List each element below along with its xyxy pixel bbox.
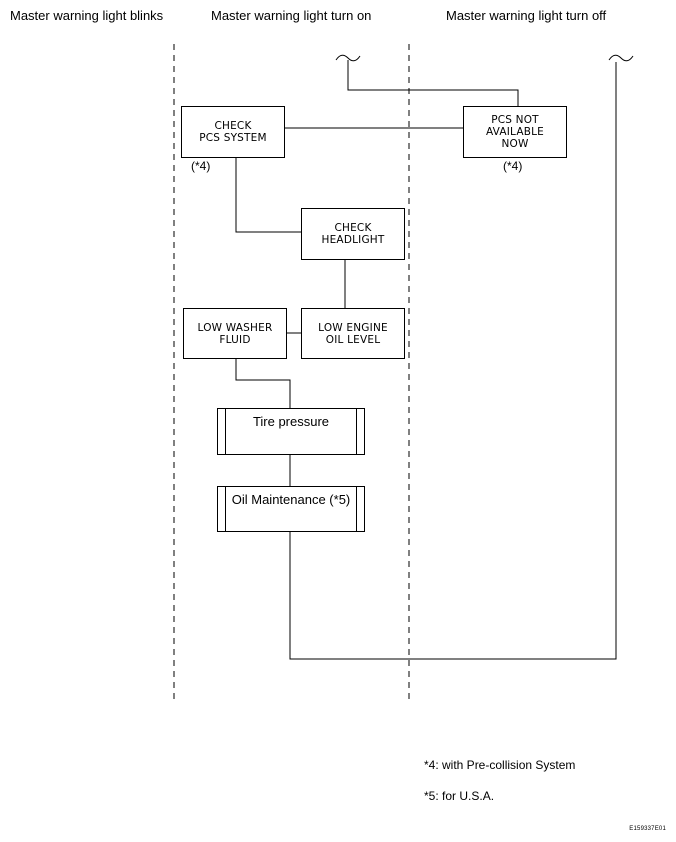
box-line: NOW [501,138,529,150]
oil-maintenance-label: Oil Maintenance (*5) [231,492,351,507]
tire-pressure-label: Tire pressure [252,414,330,429]
break-symbol-1 [335,54,361,62]
footnote-5: *5: for U.S.A. [424,789,495,803]
box-side-bar [356,487,357,531]
low-washer-fluid-box: LOW WASHER FLUID [183,308,287,359]
oil-maintenance-box: Oil Maintenance (*5) [217,486,365,532]
box-line: HEADLIGHT [321,234,385,246]
box-line: LOW ENGINE [318,321,388,334]
check-headlight-box: CHECK HEADLIGHT [301,208,405,260]
box-line: AVAILABLE [485,126,545,138]
box-line: PCS NOT [491,114,539,126]
box-line: OIL LEVEL [325,333,381,346]
check-pcs-system-marker: (*4) [191,159,211,173]
break-symbol-2 [608,54,634,62]
check-pcs-system-box: CHECK PCS SYSTEM [181,106,285,158]
box-side-bar [225,487,226,531]
connector-check-pcs-to-headlight [235,158,301,233]
box-side-bar [356,409,357,454]
low-engine-oil-level-box: LOW ENGINE OIL LEVEL [301,308,405,359]
box-line: CHECK [214,120,252,132]
box-side-bar [225,409,226,454]
header-turn-off: Master warning light turn off [446,8,607,23]
header-turn-on: Master warning light turn on [211,8,372,23]
pcs-not-available-marker: (*4) [503,159,523,173]
connector-oil-maintenance-return [289,62,617,660]
footnote-4: *4: with Pre-collision System [424,758,576,772]
box-line: CHECK [334,222,372,234]
connector-washer-to-tire-pressure [235,359,291,408]
box-line: PCS SYSTEM [199,132,267,144]
box-line: LOW WASHER [197,321,273,334]
pcs-not-available-box: PCS NOT AVAILABLE NOW [463,106,567,158]
header-blinks: Master warning light blinks [10,8,164,23]
connector-top-to-pcs-not-available [347,60,519,106]
figure-code: E159337E01 [629,826,666,832]
box-line: FLUID [219,333,251,346]
tire-pressure-box: Tire pressure [217,408,365,455]
